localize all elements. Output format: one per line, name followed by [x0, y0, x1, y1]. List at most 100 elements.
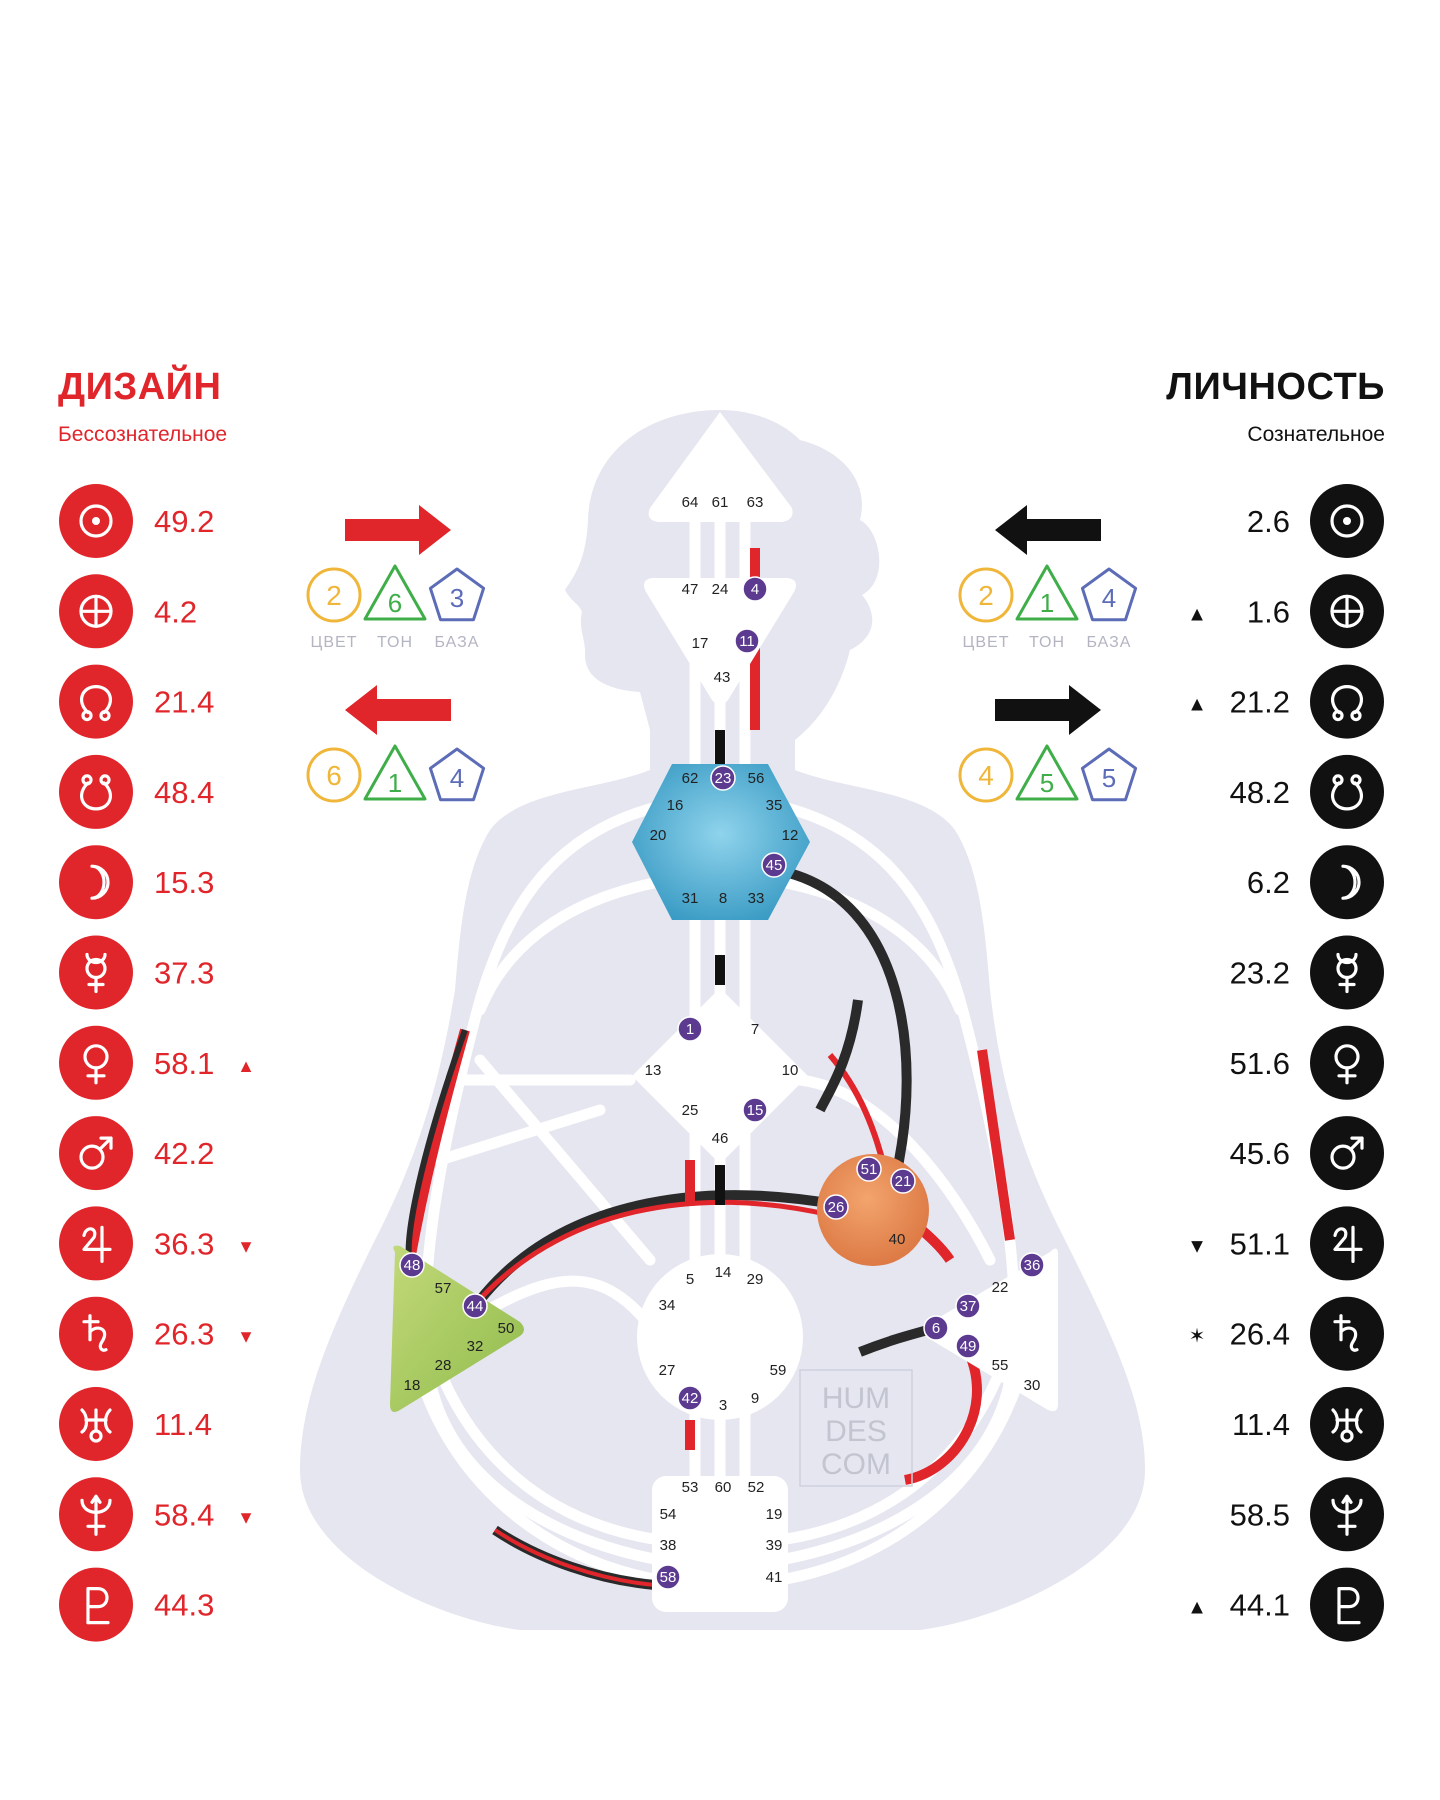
- variable-base-value: 4: [1102, 583, 1116, 613]
- design-planet-row: 49.2: [59, 484, 214, 558]
- svg-text:44: 44: [467, 1298, 484, 1315]
- personality-planet-value: 11.4: [1232, 1407, 1290, 1442]
- south-node-icon: [79, 774, 113, 811]
- gate-28: 28: [435, 1357, 452, 1374]
- personality-planet-value: 23.2: [1230, 956, 1290, 991]
- svg-text:41: 41: [766, 1569, 783, 1586]
- svg-text:15: 15: [747, 1102, 764, 1119]
- variable-tone-value: 1: [1040, 588, 1054, 618]
- personality-planet-value: 51.1: [1230, 1226, 1290, 1261]
- svg-text:39: 39: [766, 1537, 783, 1554]
- venus-icon: [83, 1044, 109, 1085]
- personality-planet-row: 1.6▲: [1187, 574, 1384, 649]
- moon-icon: [90, 864, 110, 900]
- watermark-line-3: COM: [821, 1448, 891, 1481]
- g-center: [632, 988, 808, 1164]
- svg-text:32: 32: [467, 1338, 484, 1355]
- personality-planet-badge: [1310, 1296, 1384, 1371]
- gate-26: 26: [823, 1194, 849, 1220]
- gate-53: 53: [682, 1479, 699, 1496]
- design-planet-badge: [59, 935, 133, 1010]
- gate-44: 44: [462, 1293, 488, 1319]
- svg-text:27: 27: [659, 1362, 676, 1379]
- personality-planet-row: 48.2: [1230, 754, 1384, 829]
- gate-55: 55: [992, 1357, 1009, 1374]
- svg-text:6: 6: [932, 1320, 940, 1337]
- svg-text:31: 31: [682, 890, 699, 907]
- svg-text:48: 48: [404, 1257, 421, 1274]
- svg-text:17: 17: [692, 635, 709, 652]
- svg-text:42: 42: [682, 1390, 699, 1407]
- svg-text:34: 34: [659, 1297, 676, 1314]
- mars-icon: [79, 1136, 113, 1170]
- design-planet-value: 58.4: [154, 1497, 214, 1532]
- design-planet-row: 58.4▼: [59, 1477, 255, 1552]
- gate-6: 6: [923, 1315, 949, 1341]
- uranus-icon: [1331, 1408, 1363, 1443]
- gate-56: 56: [748, 770, 765, 787]
- personality-planet-value: 51.6: [1230, 1046, 1290, 1081]
- personality-planet-marker: ▲: [1187, 1597, 1207, 1619]
- personality-planet-badge: [1310, 754, 1384, 829]
- svg-text:1: 1: [686, 1021, 694, 1038]
- svg-text:26: 26: [828, 1199, 845, 1216]
- design-planet-row: 42.2: [59, 1116, 214, 1191]
- svg-text:22: 22: [992, 1279, 1009, 1296]
- color-circle-icon: [958, 567, 1014, 623]
- personality-planet-marker: ✶: [1189, 1326, 1206, 1348]
- svg-text:16: 16: [667, 797, 684, 814]
- design-planet-value: 49.2: [154, 504, 214, 539]
- gate-13: 13: [645, 1062, 662, 1079]
- personality-planet-row: 26.4✶: [1189, 1296, 1384, 1371]
- saturn-icon: [82, 1314, 108, 1352]
- svg-text:30: 30: [1024, 1377, 1041, 1394]
- jupiter-icon: [82, 1225, 112, 1264]
- watermark: HUM DES COM: [799, 1369, 913, 1487]
- jupiter-icon: [1333, 1225, 1363, 1264]
- gate-29: 29: [747, 1271, 764, 1288]
- root-center: [652, 1476, 788, 1612]
- personality-planet-marker: ▼: [1187, 1235, 1207, 1257]
- gate-45: 45: [761, 852, 787, 878]
- svg-text:62: 62: [682, 770, 699, 787]
- mercury-icon: [85, 952, 107, 994]
- personality-title: ЛИЧНОСТЬ: [1166, 366, 1385, 408]
- personality-planet-value: 6.2: [1247, 865, 1290, 900]
- personality-subtitle: Сознательное: [1247, 423, 1385, 446]
- color-circle-icon: [306, 567, 362, 623]
- variable-label: ТОН: [1029, 634, 1065, 651]
- design-planet-badge: [59, 1567, 133, 1642]
- tone-triangle-icon: [1015, 564, 1079, 621]
- design-planet-value: 58.1: [154, 1046, 214, 1081]
- svg-text:21: 21: [895, 1173, 912, 1190]
- variable-base-value: 5: [1102, 763, 1116, 793]
- gate-57: 57: [435, 1280, 452, 1297]
- personality-planet-badge: [1310, 1116, 1384, 1191]
- gate-40: 40: [889, 1231, 906, 1248]
- gate-7: 7: [751, 1021, 759, 1038]
- gate-47: 47: [682, 581, 699, 598]
- svg-text:5: 5: [686, 1271, 694, 1288]
- gate-3: 3: [719, 1397, 727, 1414]
- gate-11: 11: [734, 628, 760, 654]
- design-planet-value: 48.4: [154, 775, 214, 810]
- svg-text:36: 36: [1024, 1257, 1041, 1274]
- personality-planet-value: 1.6: [1247, 594, 1290, 629]
- mars-icon: [1330, 1136, 1364, 1170]
- tone-triangle-icon: [363, 744, 427, 801]
- design-planet-value: 37.3: [154, 956, 214, 991]
- gate-32: 32: [467, 1338, 484, 1355]
- variable-tone-value: 1: [388, 768, 402, 798]
- variable-color-value: 2: [326, 580, 342, 611]
- personality-planet-badge: [1310, 845, 1384, 920]
- sun-icon: [79, 504, 113, 538]
- personality-planet-row: 23.2: [1230, 935, 1384, 1010]
- svg-text:10: 10: [782, 1062, 799, 1079]
- gate-51: 51: [856, 1156, 882, 1182]
- variable-color-value: 2: [978, 580, 994, 611]
- svg-text:60: 60: [715, 1479, 732, 1496]
- svg-text:24: 24: [712, 581, 729, 598]
- svg-text:51: 51: [861, 1161, 878, 1178]
- color-circle-icon: [958, 747, 1014, 803]
